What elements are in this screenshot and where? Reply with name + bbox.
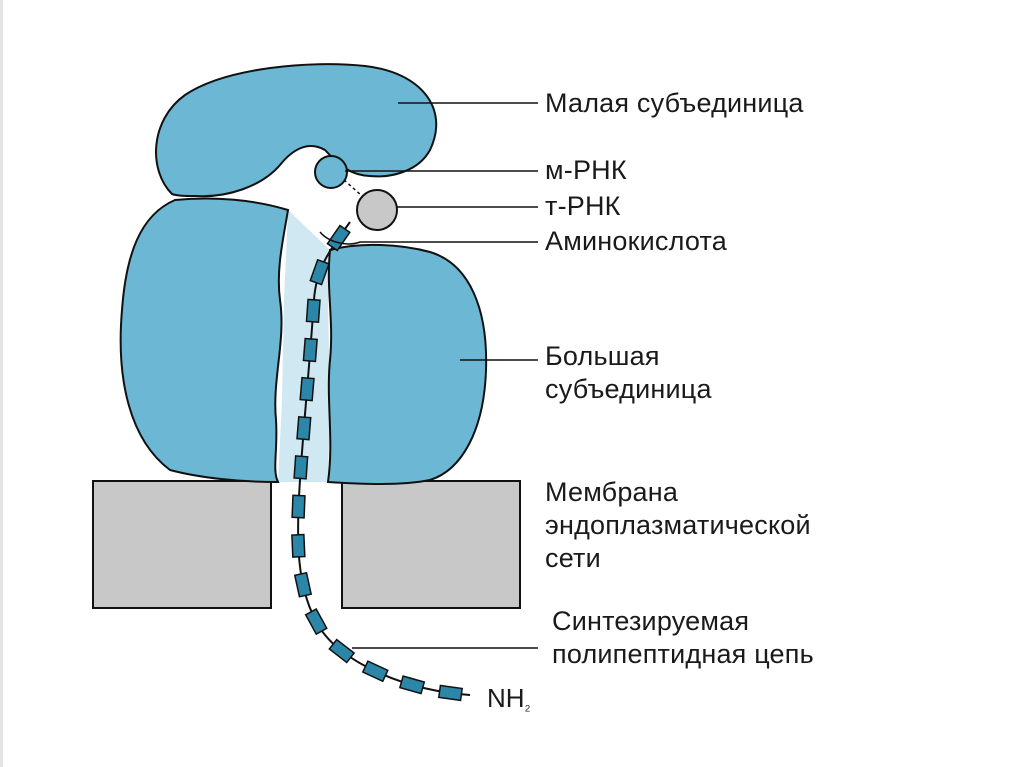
label-small-subunit: Малая субъединица: [545, 88, 804, 118]
amino-acid-bead: [291, 494, 306, 519]
polypeptide-beads: [291, 224, 464, 702]
amino-acid-bead: [299, 376, 315, 402]
mrna-circle: [314, 155, 348, 189]
amino-acid-bead: [437, 684, 464, 702]
leader-lines: [319, 102, 538, 649]
amino-acid-bead: [326, 224, 351, 252]
label-amino-acid: Аминокислота: [545, 226, 727, 256]
amino-acid-bead: [302, 337, 318, 363]
amino-acid-bead: [361, 660, 389, 683]
label-membrane: Мембрана эндоплазматической сети: [545, 477, 811, 573]
amino-acid-bead: [305, 298, 321, 323]
label-polypeptide-chain: Синтезируемая полипептидная цепь: [552, 606, 814, 669]
large-subunit-left-lobe: [119, 197, 290, 484]
label-nh2: NH₂: [487, 683, 530, 714]
nh2-base: NH: [487, 683, 525, 713]
label-trna: т-РНК: [545, 191, 621, 221]
er-membrane-right: [341, 480, 521, 609]
amino-acid-bead: [304, 608, 328, 636]
large-subunit-right-lobe: [326, 243, 488, 485]
er-membrane-left: [92, 480, 272, 609]
amino-acid-bead: [293, 571, 313, 598]
codon-link: [343, 179, 363, 197]
label-mrna: м-РНК: [545, 155, 627, 185]
leader-amino-acid: [319, 231, 538, 245]
nh2-subscript: ₂: [524, 697, 531, 714]
amino-acid-bead: [293, 455, 309, 480]
polypeptide-backbone: [297, 221, 471, 696]
amino-acid-bead: [398, 675, 426, 695]
trna-circle: [356, 189, 398, 231]
amino-acid-bead: [328, 638, 356, 664]
amino-acid-bead: [296, 415, 312, 441]
amino-acid-bead: [291, 533, 306, 558]
label-large-subunit: Большая субъединица: [545, 341, 712, 404]
small-subunit: [155, 63, 438, 198]
amino-acid-bead: [309, 258, 330, 286]
